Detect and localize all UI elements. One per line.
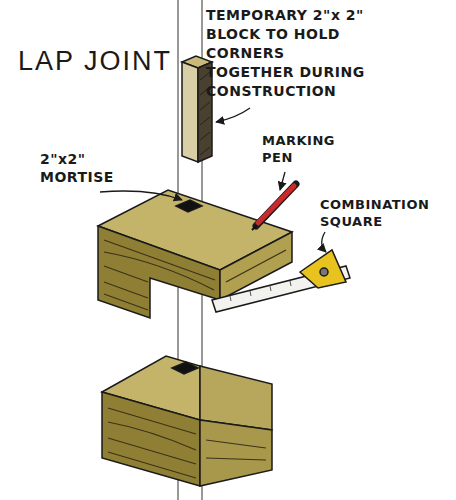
callout-label: MARKING PEN	[262, 132, 354, 166]
combination-square	[212, 250, 350, 312]
diagram-title: LAP JOINT	[18, 46, 172, 77]
marking-pen	[252, 184, 296, 230]
callout-label: TEMPORARY 2"x 2" BLOCK TO HOLD CORNERS T…	[206, 6, 376, 101]
lower-board	[102, 356, 272, 486]
callout-label: 2"x2" MORTISE	[40, 150, 120, 186]
leader-lines	[100, 108, 326, 252]
callout-label: COMBINATION SQUARE	[320, 196, 450, 230]
